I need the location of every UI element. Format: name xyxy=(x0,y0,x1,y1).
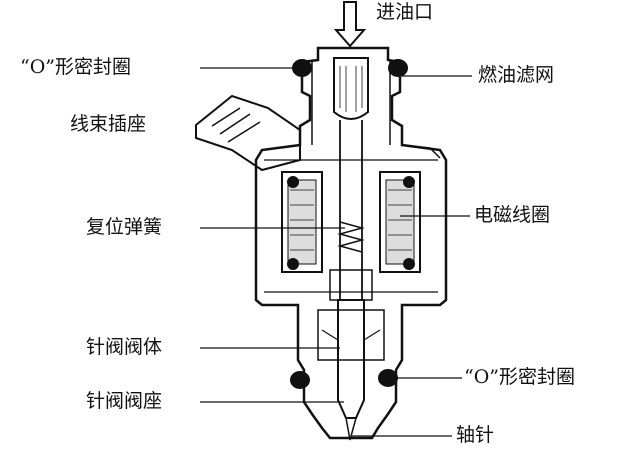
label-valve-body: 针阀阀体 xyxy=(86,336,163,358)
solenoid-coil-right xyxy=(379,171,421,273)
o-ring-top-right xyxy=(388,59,408,77)
label-o-ring-bottom: “O”形密封圈 xyxy=(464,366,576,388)
connector-housing xyxy=(195,94,301,172)
o-ring-bottom-left xyxy=(290,371,310,389)
solenoid-coil-left xyxy=(281,171,323,273)
label-return-spring: 复位弹簧 xyxy=(86,216,163,238)
leader-lines xyxy=(200,67,472,437)
label-pintle: 轴针 xyxy=(456,424,495,446)
label-solenoid-coil: 电磁线圈 xyxy=(474,204,551,226)
label-inlet: 进油口 xyxy=(376,1,434,23)
label-o-ring-top: “O”形密封圈 xyxy=(20,56,132,78)
return-spring xyxy=(337,221,365,253)
label-connector: 线束插座 xyxy=(70,113,147,135)
label-fuel-filter: 燃油滤网 xyxy=(478,64,555,86)
inlet-arrow-icon xyxy=(333,1,367,48)
label-valve-seat: 针阀阀座 xyxy=(86,390,163,412)
fuel-filter xyxy=(333,57,369,120)
needle-valve xyxy=(337,299,365,419)
